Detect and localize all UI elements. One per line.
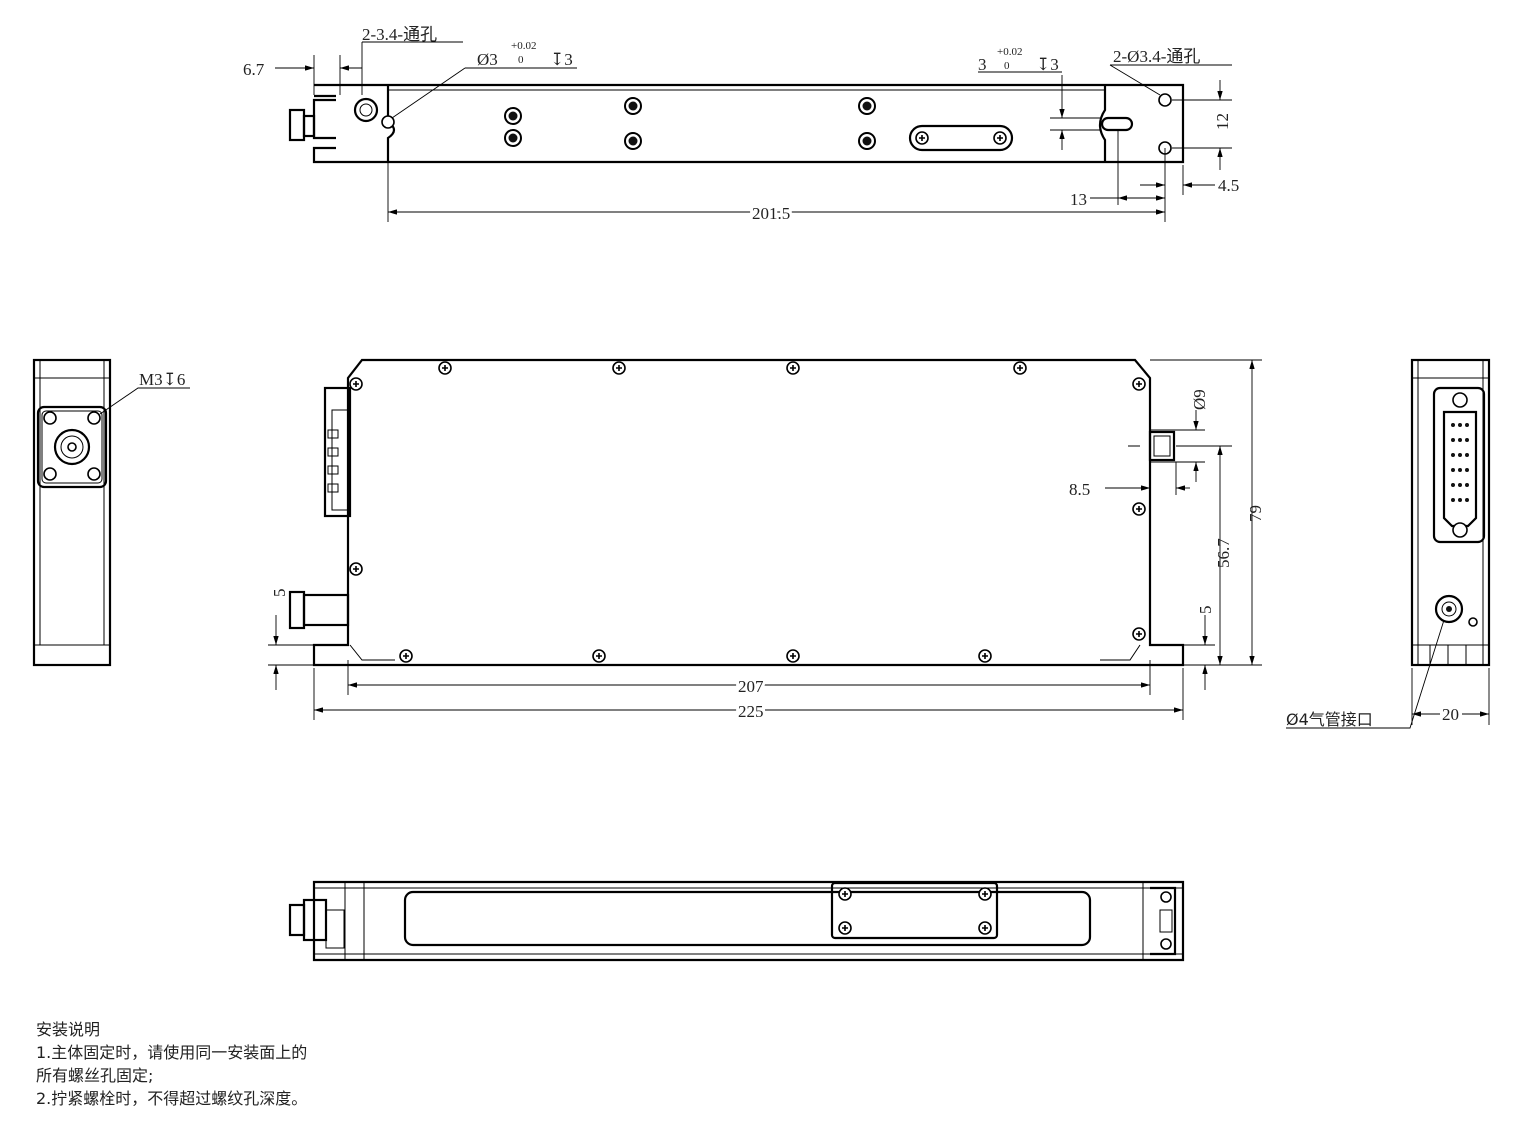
tol-upper-left: +0.02 [511, 40, 536, 52]
dim-5-right: 5 [1196, 606, 1215, 615]
hole-note-right: 2-Ø3.4-通孔 [1113, 47, 1200, 66]
dim-13: 13 [1070, 190, 1087, 209]
tol-lower-right: 0 [1004, 60, 1010, 72]
installation-notes: 安装说明 1.主体固定时，请使用同一安装面上的 所有螺丝孔固定; 2.拧紧螺栓时… [36, 1018, 307, 1110]
tol-lower-left: 0 [518, 54, 524, 66]
dim-207: 207 [738, 677, 764, 696]
dim-4-5: 4.5 [1218, 176, 1239, 195]
dim-201-5: 201.5 [752, 204, 790, 223]
bottom-view [288, 880, 1185, 962]
dim-20: 20 [1442, 705, 1459, 724]
note-2: 2.拧紧螺栓时，不得超过螺纹孔深度。 [36, 1089, 308, 1108]
depth-left: ↧3 [550, 50, 573, 69]
dim-56-7: 56.7 [1214, 538, 1233, 568]
thread-note: M3↧6 [139, 370, 185, 389]
dim-6-7: 6.7 [243, 60, 265, 79]
depth-right: ↧3 [1036, 55, 1059, 74]
dim-5-left: 5 [270, 589, 289, 598]
dim-79: 79 [1246, 505, 1265, 522]
top-view: 6.7 2-3.4-通孔 Ø3 +0.02 0 ↧3 3 +0.02 0 ↧3 … [243, 25, 1239, 226]
dim-12: 12 [1213, 113, 1232, 130]
note-1: 1.主体固定时，请使用同一安装面上的 [36, 1043, 308, 1062]
dim-225: 225 [738, 702, 764, 721]
right-side-view: Ø4气管接口 20 [1286, 358, 1491, 729]
notes-title: 安装说明 [36, 1020, 101, 1039]
dim-8-5: 8.5 [1069, 480, 1090, 499]
pin-hole-left: Ø3 [477, 50, 498, 69]
dim-phi9: Ø9 [1190, 389, 1209, 410]
hole-note-left: 2-3.4-通孔 [362, 25, 437, 44]
left-side-view: M3↧6 [32, 358, 190, 667]
slot-width: 3 [978, 55, 987, 74]
tol-upper-right: +0.02 [997, 46, 1022, 58]
air-port-label: Ø4气管接口 [1286, 710, 1373, 729]
note-1-cont: 所有螺丝孔固定; [36, 1066, 154, 1085]
front-view: Ø9 8.5 56.7 79 5 5 207 225 [268, 358, 1265, 724]
